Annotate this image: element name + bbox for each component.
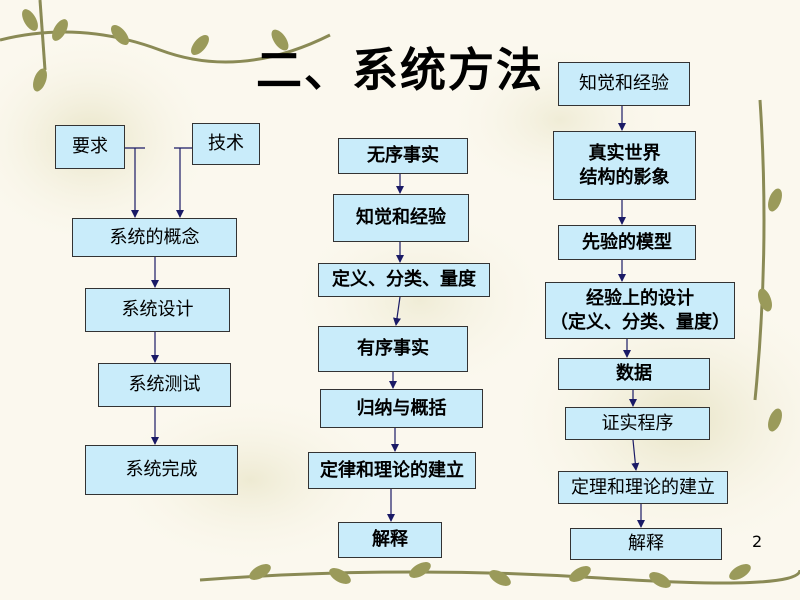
box-theorem-theory-c3: 定理和理论的建立: [558, 471, 728, 504]
box-perception-experience-c3: 知觉和经验: [558, 62, 690, 106]
box-perception-experience-c2: 知觉和经验: [333, 194, 469, 242]
box-data: 数据: [558, 358, 710, 390]
page-number: 2: [752, 532, 763, 551]
box-a-priori-model: 先验的模型: [558, 225, 696, 260]
box-explanation-c2: 解释: [338, 522, 442, 558]
box-requirements: 要求: [55, 125, 125, 169]
vine-decoration-bottom: [199, 99, 800, 585]
box-system-concept: 系统的概念: [72, 218, 237, 257]
box-laws-theory-c2: 定律和理论的建立: [308, 452, 476, 489]
box-verification-procedure: 证实程序: [565, 407, 710, 440]
box-empirical-design: 经验上的设计 （定义、分类、量度）: [545, 282, 735, 339]
box-ordered-facts: 有序事实: [318, 326, 468, 372]
box-real-world-image: 真实世界 结构的影象: [553, 131, 696, 200]
vine-decoration-top: [0, 0, 331, 71]
box-technology: 技术: [192, 123, 260, 165]
box-system-design: 系统设计: [85, 288, 230, 332]
box-unordered-facts: 无序事实: [338, 138, 468, 174]
box-definition-classification: 定义、分类、量度: [318, 263, 490, 297]
box-system-testing: 系统测试: [98, 363, 231, 407]
box-system-completion: 系统完成: [85, 445, 238, 495]
box-induction-generalization: 归纳与概括: [320, 389, 483, 428]
box-explanation-c3: 解释: [570, 528, 722, 560]
page-title: 二、系统方法: [256, 43, 544, 97]
